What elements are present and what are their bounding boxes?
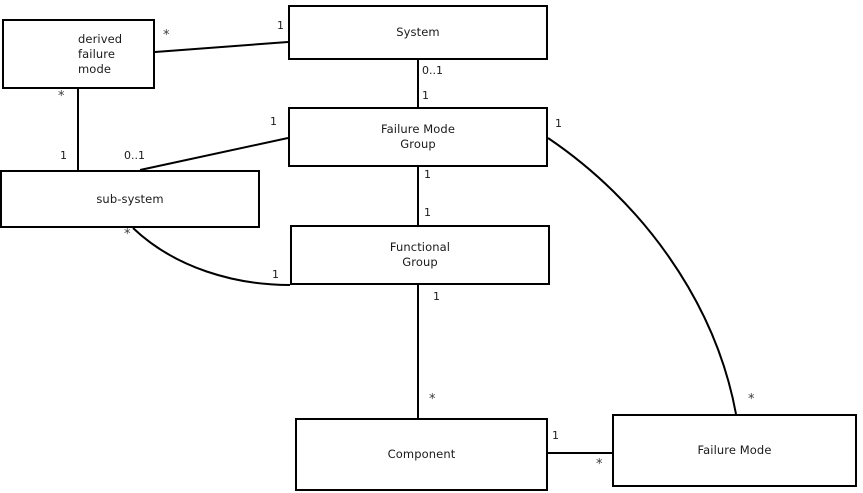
class-label-failure-mode: Failure Mode: [697, 443, 772, 457]
class-box-failure-mode[interactable]: Failure Mode: [612, 414, 857, 487]
mult-system-dfm-one: 1: [277, 19, 284, 32]
mult-fm-fmg-star: *: [748, 392, 755, 407]
mult-subsystem-fmg-zeroone: 0..1: [124, 149, 145, 162]
mult-dfm-system-star: *: [163, 28, 170, 43]
mult-fmg-system-one: 1: [422, 89, 429, 102]
class-box-system[interactable]: System: [288, 5, 548, 60]
class-box-sub-system[interactable]: sub-system: [0, 170, 260, 228]
mult-subsystem-fg-star: *: [124, 227, 131, 242]
mult-fmg-subsystem-one: 1: [270, 115, 277, 128]
class-label-functional-group: Functional Group: [389, 240, 451, 269]
mult-fg-fmg-one: 1: [424, 206, 431, 219]
class-box-functional-group[interactable]: Functional Group: [290, 225, 550, 285]
class-box-component[interactable]: Component: [295, 418, 548, 491]
mult-fg-subsystem-one: 1: [272, 268, 279, 281]
edge-failure-mode-group-failure-mode: [547, 137, 737, 415]
mult-subsystem-dfm-one: 1: [60, 149, 67, 162]
mult-component-fm-one: 1: [552, 429, 559, 442]
class-label-derived-failure-mode: derived failure mode: [78, 31, 123, 76]
mult-fg-component-one: 1: [433, 290, 440, 303]
class-label-component: Component: [387, 447, 456, 461]
edge-derived-failure-mode-system: [154, 41, 289, 53]
mult-fmg-fg-one: 1: [424, 168, 431, 181]
class-box-failure-mode-group[interactable]: Failure Mode Group: [288, 107, 548, 167]
class-label-system: System: [396, 25, 440, 39]
edge-sub-system-functional-group: [132, 227, 291, 286]
class-label-sub-system: sub-system: [96, 191, 164, 206]
mult-fm-component-star: *: [596, 457, 603, 472]
mult-system-fmg-zeroone: 0..1: [422, 64, 443, 77]
mult-dfm-subsystem-star: *: [58, 89, 65, 104]
mult-component-fg-star: *: [429, 392, 436, 407]
class-label-failure-mode-group: Failure Mode Group: [380, 122, 456, 151]
edge-sub-system-failure-mode-group: [139, 137, 289, 171]
mult-fmg-fm-one: 1: [555, 117, 562, 130]
class-box-derived-failure-mode[interactable]: derived failure mode: [2, 19, 155, 89]
